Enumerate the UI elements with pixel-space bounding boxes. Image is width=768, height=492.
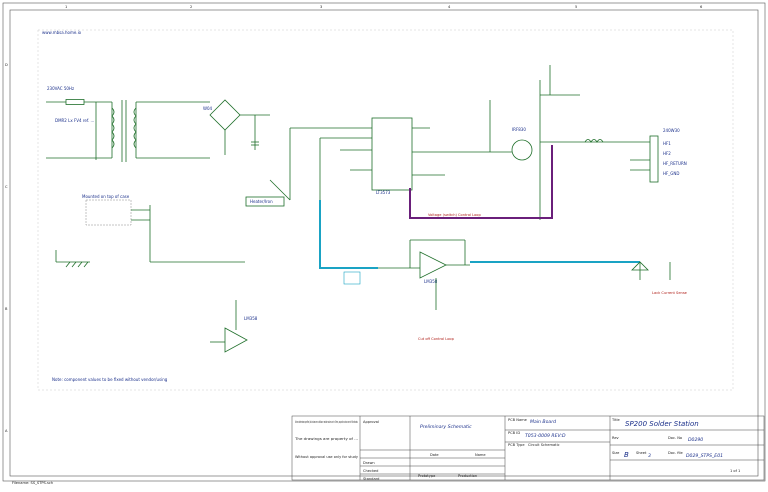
- tb-drawn: Drawn: [363, 461, 375, 465]
- row-marker: C: [5, 185, 8, 189]
- regulator: LM358: [210, 300, 258, 353]
- tb-sheet: 3: [648, 453, 651, 459]
- mosfet-label: IRF830: [512, 127, 526, 132]
- tb-checked: Checked: [363, 469, 378, 473]
- thermal-switch: Mounted on top of case: [82, 194, 245, 263]
- mounted-note: Mounted on top of case: [82, 194, 130, 199]
- regulator-label: LM358: [244, 316, 258, 321]
- ac-input-label: 230VAC 50Hz: [47, 86, 74, 91]
- row-marker: D: [5, 63, 8, 67]
- heater-box: Heater/Iron: [245, 179, 291, 207]
- outer-frame: [2, 2, 766, 482]
- bridge-label: W04: [203, 106, 213, 111]
- tb-approval: Approval: [363, 420, 379, 424]
- col-marker: 1: [65, 5, 67, 9]
- controller-label: LT3573: [376, 190, 391, 195]
- tb-standard: Standard: [363, 477, 379, 481]
- tb-pcb-name-label: PCB Name: [508, 418, 528, 422]
- opamp-stage: LM358 Cut off Control Loop: [378, 239, 470, 341]
- tb-pcb-name: Main Board: [530, 419, 556, 425]
- tb-pcb-type-label: PCB Type: [508, 443, 525, 447]
- mosfet-stage: IRF830: [470, 65, 620, 220]
- row-markers: D C B A: [5, 63, 8, 433]
- fuse: [65, 99, 85, 105]
- col-marker: 3: [320, 5, 322, 9]
- heater-box-label: Heater/Iron: [250, 199, 273, 204]
- col-marker: 5: [575, 5, 577, 9]
- tb-size-label: Size: [612, 451, 620, 455]
- bridge-rectifier: W04: [203, 99, 241, 131]
- drawing-area: [37, 29, 734, 391]
- tb-doc-no-label: Doc. No: [668, 436, 682, 440]
- tb-title: SP200 Solder Station: [625, 420, 699, 428]
- transformer-note: DMR2 Lx FV4 ref. ...: [55, 118, 94, 123]
- top-note: www.mbsa.home.io: [42, 30, 82, 35]
- tb-rev-label: Rev: [612, 436, 620, 440]
- connector-body: [649, 135, 659, 183]
- feedback-label: Cut off Control Loop: [418, 337, 455, 341]
- tb-approval-note: Without approval use only for study: [295, 455, 359, 459]
- col-marker: 2: [190, 5, 192, 9]
- controller-ic: [371, 117, 413, 191]
- feedback-line-left: [319, 200, 378, 269]
- opamp: [419, 251, 447, 279]
- current-sense: Lack Current Sense: [631, 261, 688, 295]
- connector-title: 240W30: [663, 128, 680, 133]
- tb-prototype: Prototype: [418, 474, 436, 478]
- connector-pin: HF_RETURN: [663, 161, 687, 166]
- title-block: Unless otherwise specified, all values a…: [291, 415, 765, 481]
- tb-pcb-id: T053-0009 REV:D: [525, 433, 566, 439]
- tb-title-label: Title: [611, 418, 620, 422]
- column-markers: 1 2 3 4 5 6: [65, 5, 703, 9]
- bottom-note: Note: component values to be fixed witho…: [52, 377, 168, 382]
- current-sense-label: Lack Current Sense: [652, 291, 688, 295]
- tb-preliminary: Preliminary Schematic: [420, 424, 472, 430]
- output-connector: 240W30 HF1 HF2 HF_RETURN HF_GND: [620, 128, 687, 183]
- tb-pcb-type: Circuit Schematic: [528, 443, 560, 447]
- bus-label: Voltage (switch) Control Loop: [428, 213, 482, 217]
- main-controller: LT3573: [289, 117, 470, 268]
- col-marker: 4: [448, 5, 451, 9]
- tb-file: D029_STPS_E01: [686, 453, 723, 459]
- power-input-section: 230VAC 50Hz DMR2 Lx FV4 ref. ... W04: [46, 86, 270, 162]
- row-marker: B: [5, 307, 8, 311]
- connector-pin: HF_GND: [663, 171, 679, 176]
- voltage-control-bus: [409, 145, 553, 219]
- tb-pcb-id-label: PCB ID: [508, 431, 520, 435]
- tb-date-hdr: Date: [430, 453, 439, 457]
- feedback-cap-box: [343, 271, 361, 285]
- tb-size: B: [624, 451, 629, 459]
- tb-doc-no: D0290: [688, 437, 703, 443]
- mosfet: [511, 139, 533, 161]
- tb-sheet-label: Sheet: [636, 451, 647, 455]
- inner-frame: [9, 9, 759, 477]
- transformer: [111, 100, 137, 162]
- tb-production: Production: [458, 474, 477, 478]
- row-marker: A: [5, 429, 8, 433]
- tb-sheet-of: 1 of 1: [730, 469, 740, 473]
- opamp-label: LM358: [424, 279, 438, 284]
- tb-copyright: The drawings are property of ...: [294, 437, 358, 441]
- tb-notes: Unless otherwise specified, all values a…: [295, 420, 358, 424]
- tb-file-label: Doc. file: [668, 451, 683, 455]
- connector-pin: HF1: [663, 141, 671, 146]
- chassis-ground: [55, 250, 90, 268]
- footer-filename: Filename: SS_STPS.sch: [12, 481, 53, 485]
- col-marker: 6: [700, 5, 703, 9]
- heater-box-frame: [245, 196, 285, 207]
- connector-pin: HF2: [663, 151, 671, 156]
- tb-name-hdr: Name: [475, 453, 486, 457]
